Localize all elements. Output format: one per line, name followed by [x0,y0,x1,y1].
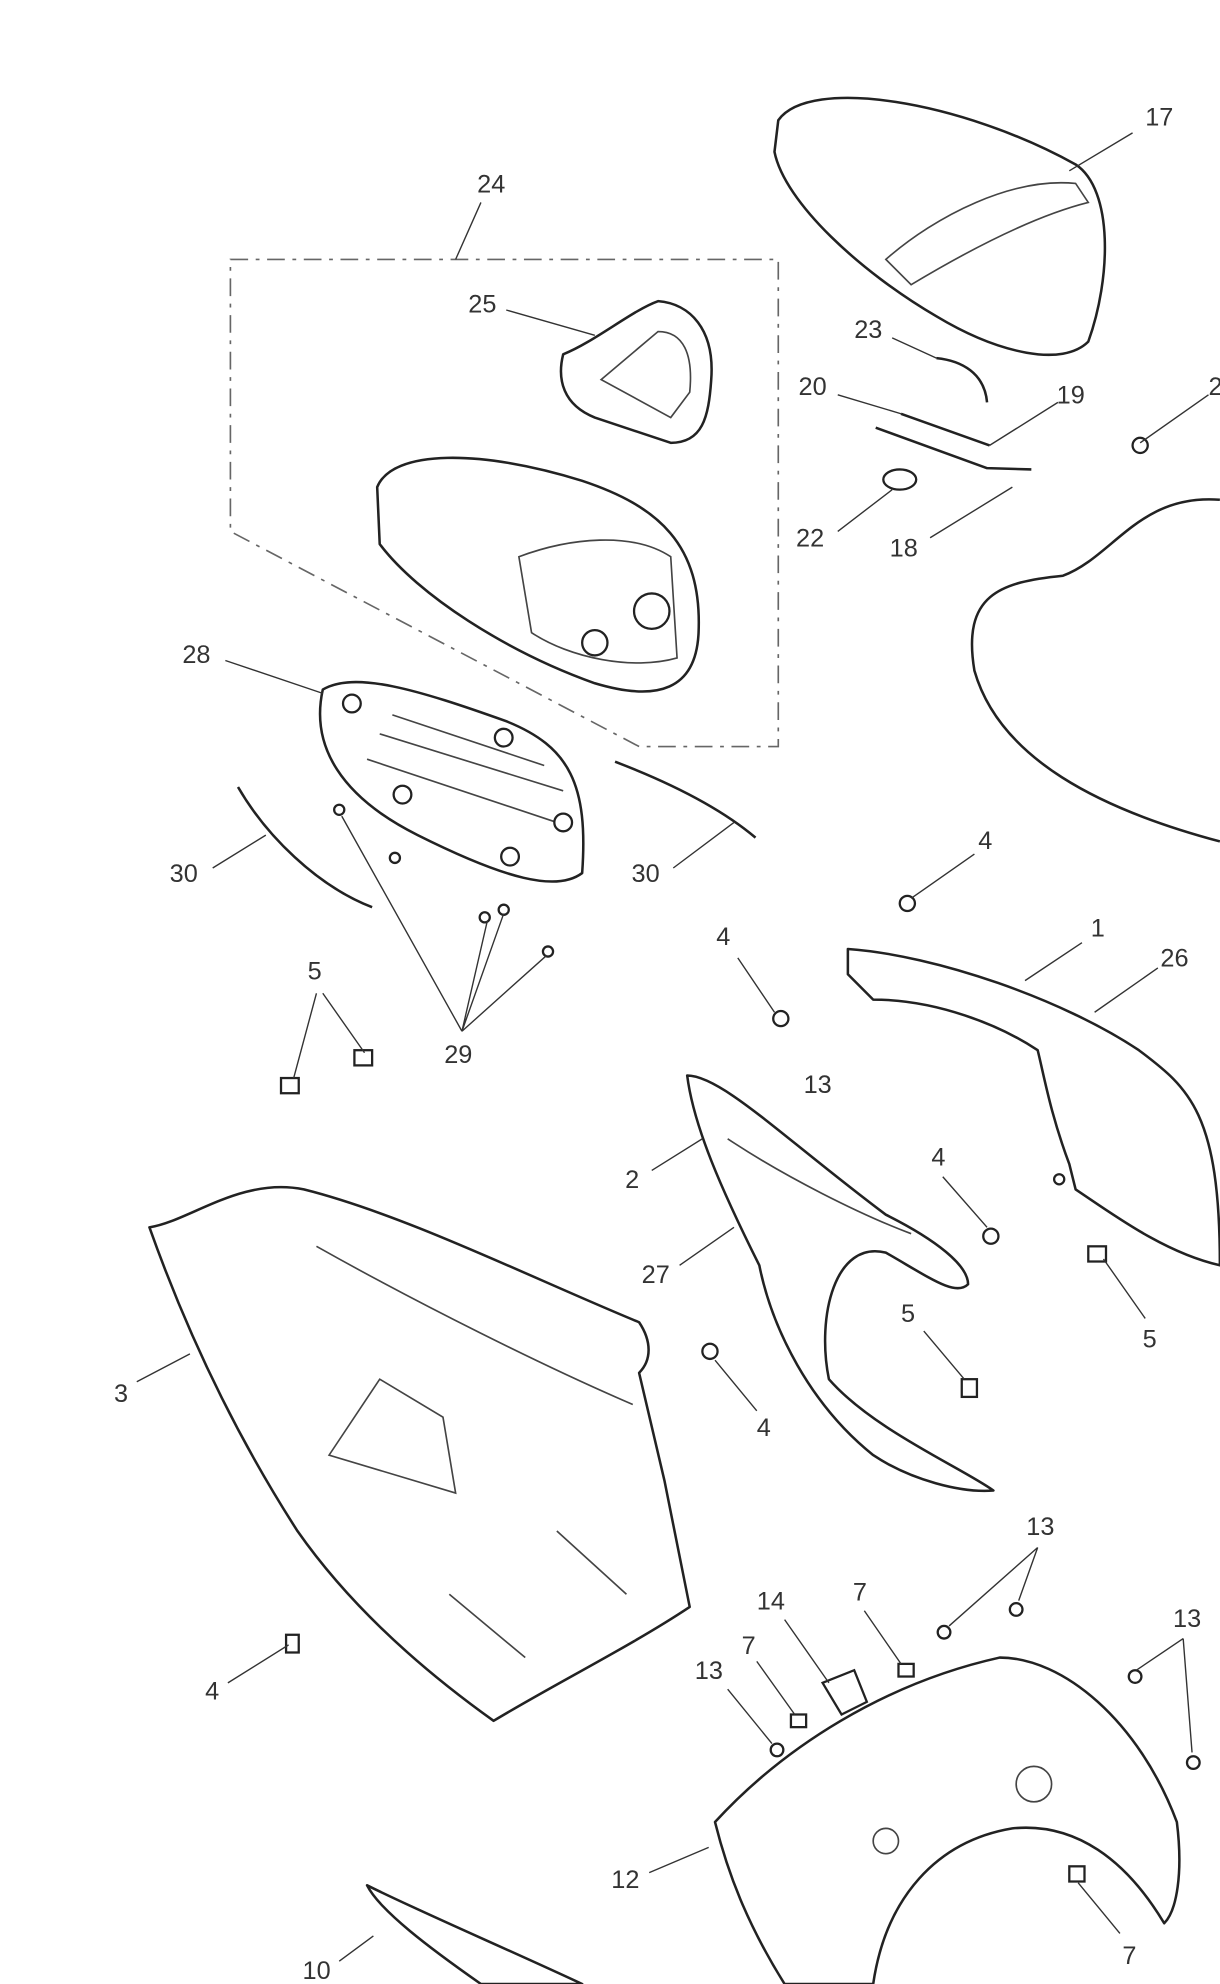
undertray-partial [365,1884,584,1984]
callout-27: 27 [642,1261,670,1289]
cowl-base-plate [318,680,585,883]
callout-30-right: 30 [632,860,660,888]
callout-3: 3 [114,1380,128,1408]
grab-rail [846,947,1220,1267]
side-panel-left [148,1185,691,1723]
callout-23: 23 [854,316,882,344]
trim-strip-right [614,760,757,839]
callout-10: 10 [303,1957,331,1984]
callout-labels: 17 24 25 23 20 19 2 22 18 28 30 30 4 4 1… [114,103,1220,1984]
callout-7: 7 [1122,1942,1136,1970]
callout-5: 5 [1143,1326,1157,1354]
callout-24: 24 [477,170,505,198]
callout-4: 4 [978,827,992,855]
callout-7: 7 [742,1632,756,1660]
seat-cowl-pad [559,299,713,445]
callout-29: 29 [444,1041,472,1069]
callout-13: 13 [695,1657,723,1685]
trim-strip-left [236,786,373,909]
seat-cowl [375,456,700,693]
callout-13: 13 [804,1071,832,1099]
callout-4: 4 [716,923,730,951]
callout-2-top: 2 [1208,373,1220,401]
side-panel-right [685,1074,995,1493]
kit-boundary [229,258,780,748]
rear-inner-mudguard [713,1656,1181,1984]
callout-5: 5 [901,1300,915,1328]
callout-30-left: 30 [170,860,198,888]
callout-4: 4 [931,1143,945,1171]
callout-20: 20 [799,373,827,401]
callout-1: 1 [1091,914,1105,942]
callout-4: 4 [205,1677,219,1705]
callout-13: 13 [1026,1513,1054,1541]
callout-17: 17 [1145,103,1173,131]
callout-25: 25 [468,291,496,319]
callout-19: 19 [1057,382,1085,410]
rider-seat [773,96,1107,357]
callout-22: 22 [796,525,824,553]
tool-kit-parts [875,356,1149,491]
callout-5: 5 [308,957,322,985]
callout-28: 28 [182,641,210,669]
main-seat-partial [970,498,1220,843]
callout-4: 4 [757,1414,771,1442]
leader-lines [136,132,1209,1962]
callout-2: 2 [625,1166,639,1194]
fasteners [279,803,1201,1883]
callout-7: 7 [853,1579,867,1607]
callout-13: 13 [1173,1605,1201,1633]
callout-26: 26 [1160,945,1188,973]
callout-12: 12 [611,1866,639,1894]
callout-14: 14 [757,1587,785,1615]
callout-18: 18 [890,535,918,563]
